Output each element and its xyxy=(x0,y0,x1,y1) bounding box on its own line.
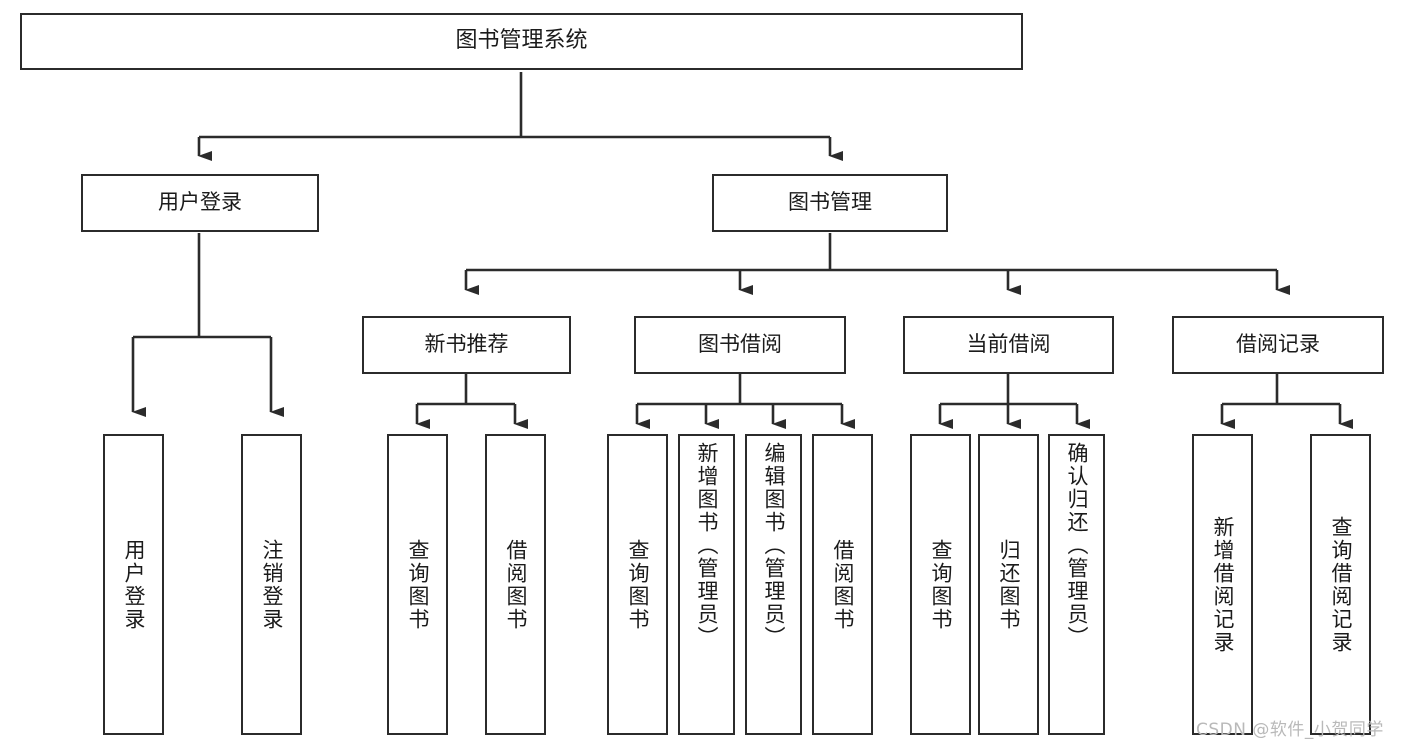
node-leaf-confirm-return-label: 确认归还（管理员） xyxy=(1065,442,1089,649)
node-user-login[interactable]: 用户登录 xyxy=(81,174,319,232)
node-leaf-user-login[interactable]: 用户登录 xyxy=(103,434,164,735)
node-book-manage-label: 图书管理 xyxy=(788,190,872,215)
node-leaf-borrow-book-1[interactable]: 借阅图书 xyxy=(485,434,546,735)
node-book-borrow[interactable]: 图书借阅 xyxy=(634,316,846,374)
node-leaf-confirm-return[interactable]: 确认归还（管理员） xyxy=(1048,434,1105,735)
node-leaf-edit-book[interactable]: 编辑图书（管理员） xyxy=(745,434,802,735)
node-leaf-borrow-book-2[interactable]: 借阅图书 xyxy=(812,434,873,735)
node-leaf-query-book-3[interactable]: 查询图书 xyxy=(910,434,971,735)
node-leaf-add-book-label: 新增图书（管理员） xyxy=(695,442,719,649)
node-leaf-query-record-label: 查询借阅记录 xyxy=(1329,515,1353,654)
node-root[interactable]: 图书管理系统 xyxy=(20,13,1023,70)
node-leaf-add-record-label: 新增借阅记录 xyxy=(1211,515,1235,654)
node-leaf-borrow-book-1-label: 借阅图书 xyxy=(504,538,528,631)
node-borrow-record-label: 借阅记录 xyxy=(1236,332,1320,357)
node-user-login-label: 用户登录 xyxy=(158,190,242,215)
node-root-label: 图书管理系统 xyxy=(455,28,588,54)
node-borrow-record[interactable]: 借阅记录 xyxy=(1172,316,1384,374)
node-leaf-user-logout[interactable]: 注销登录 xyxy=(241,434,302,735)
node-current-borrow[interactable]: 当前借阅 xyxy=(903,316,1114,374)
node-leaf-borrow-book-2-label: 借阅图书 xyxy=(831,538,855,631)
node-leaf-return-book-label: 归还图书 xyxy=(997,538,1021,631)
node-leaf-add-book[interactable]: 新增图书（管理员） xyxy=(678,434,735,735)
node-leaf-query-book-1[interactable]: 查询图书 xyxy=(387,434,448,735)
node-new-book-rec[interactable]: 新书推荐 xyxy=(362,316,571,374)
node-leaf-return-book[interactable]: 归还图书 xyxy=(978,434,1039,735)
node-leaf-query-book-2[interactable]: 查询图书 xyxy=(607,434,668,735)
node-leaf-query-book-2-label: 查询图书 xyxy=(626,538,650,631)
node-leaf-edit-book-label: 编辑图书（管理员） xyxy=(762,442,786,649)
node-leaf-user-logout-label: 注销登录 xyxy=(260,538,284,631)
node-new-book-rec-label: 新书推荐 xyxy=(424,332,509,357)
watermark-text: CSDN @软件_小贺同学 xyxy=(1196,720,1384,740)
node-leaf-query-record[interactable]: 查询借阅记录 xyxy=(1310,434,1371,735)
node-book-manage[interactable]: 图书管理 xyxy=(712,174,948,232)
node-leaf-query-book-3-label: 查询图书 xyxy=(929,538,953,631)
node-leaf-query-book-1-label: 查询图书 xyxy=(406,538,430,631)
node-leaf-user-login-label: 用户登录 xyxy=(122,538,146,631)
node-current-borrow-label: 当前借阅 xyxy=(966,332,1051,357)
node-leaf-add-record[interactable]: 新增借阅记录 xyxy=(1192,434,1253,735)
node-book-borrow-label: 图书借阅 xyxy=(698,332,782,357)
